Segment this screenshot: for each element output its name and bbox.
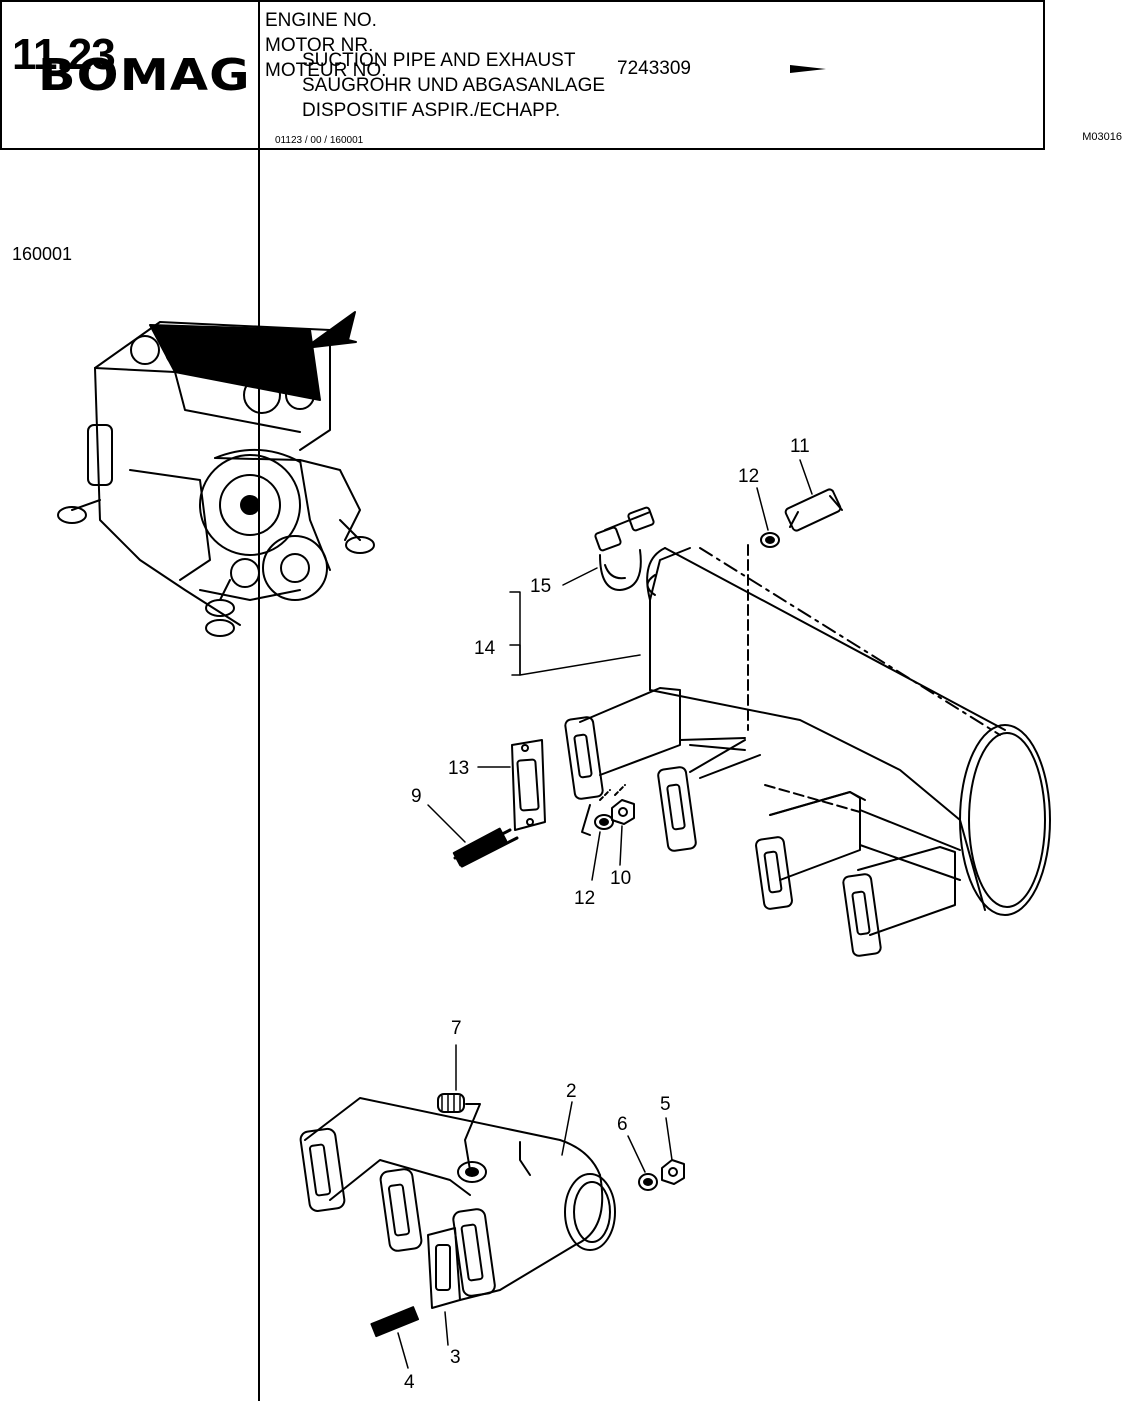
callout-9: 9: [411, 786, 422, 807]
callout-5: 5: [660, 1094, 671, 1115]
callout-7: 7: [451, 1018, 462, 1039]
title-line-en: SUCTION PIPE AND EXHAUST: [302, 50, 576, 71]
callout-10: 10: [610, 868, 631, 889]
callout-3: 3: [450, 1347, 461, 1368]
callout-11: 11: [790, 436, 810, 457]
callout-labels: 11 12 15 14 13 9 12 10 7 2 6 5 3 4: [404, 436, 810, 1393]
engine-label-fr: MOTEUR NO.: [265, 60, 387, 81]
callout-14: 14: [474, 638, 496, 659]
leader-lines: [397, 459, 813, 1369]
title-line-de: SAUGROHR UND ABGASANLAGE: [302, 75, 606, 96]
page-reference: 160001: [12, 244, 73, 264]
callout-2: 2: [566, 1081, 577, 1102]
section-number: 11.23: [12, 30, 116, 79]
engine-label-de: MOTOR NR.: [265, 35, 374, 56]
title-box-divider: [258, 0, 260, 1401]
muffler-assembly: [564, 547, 1051, 957]
exhaust-manifold-assembly: [299, 1093, 685, 1338]
upper-small-parts: [452, 488, 843, 868]
callout-13: 13: [448, 758, 469, 779]
engine-number: 7243309: [617, 58, 691, 79]
right-arrow-icon: [790, 65, 826, 73]
engine-overview-illustration: [57, 311, 375, 637]
drawing-code: M03016: [1082, 131, 1122, 143]
callout-12-lower: 12: [574, 888, 595, 909]
callout-15: 15: [530, 576, 551, 597]
callout-4: 4: [404, 1372, 415, 1393]
callout-6: 6: [617, 1114, 628, 1135]
brand-logo: BOMAG: [38, 50, 251, 101]
title-line-fr: DISPOSITIF ASPIR./ECHAPP.: [302, 100, 561, 121]
document-code: 01123 / 00 / 160001: [275, 135, 364, 146]
engine-label-en: ENGINE NO.: [265, 10, 377, 31]
callout-12-upper: 12: [738, 466, 759, 487]
